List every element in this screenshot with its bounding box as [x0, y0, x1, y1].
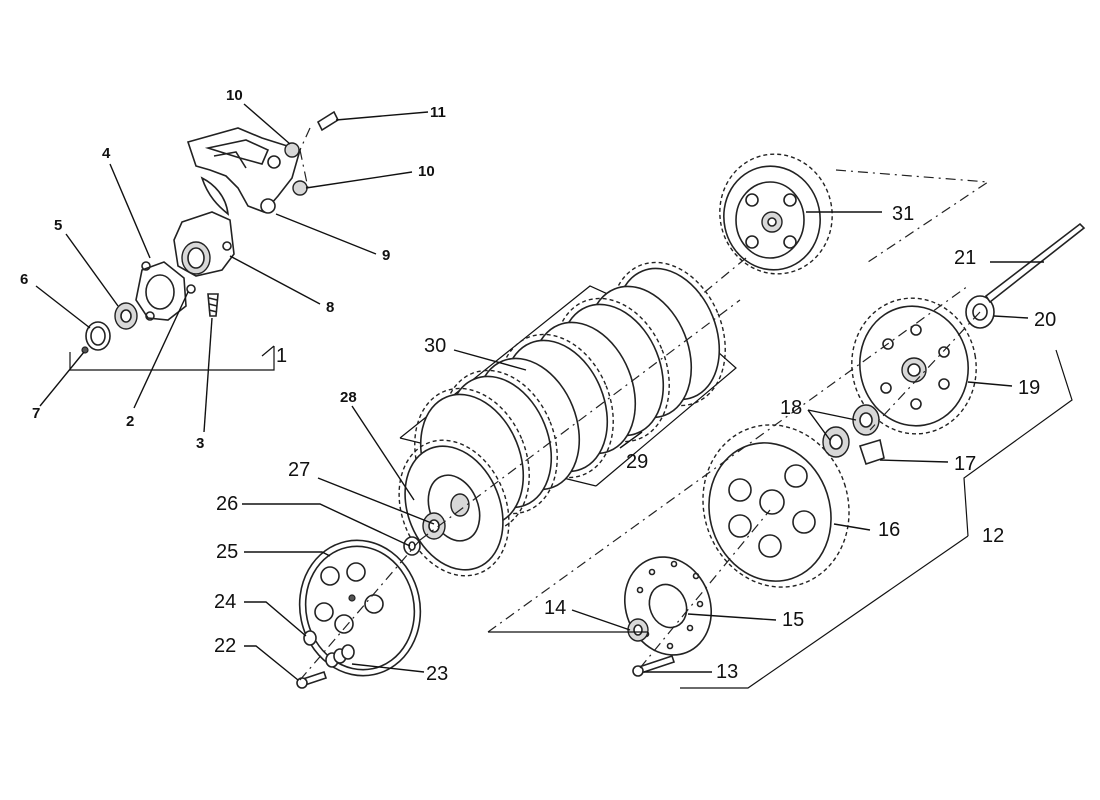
callout-7: 7 — [32, 405, 40, 422]
callout-23: 23 — [426, 663, 448, 685]
callout-4: 4 — [102, 145, 111, 162]
callout-5: 5 — [54, 217, 62, 234]
callout-2: 2 — [126, 413, 134, 430]
pressure-plate — [296, 539, 422, 689]
callout-9: 9 — [382, 247, 390, 264]
clutch-drum — [699, 153, 833, 297]
callout-21: 21 — [954, 247, 976, 269]
callout-13: 13 — [716, 661, 738, 683]
callout-31: 31 — [892, 203, 914, 225]
callout-19: 19 — [1018, 377, 1040, 399]
callout-10-upper: 10 — [226, 87, 243, 104]
group-frames — [487, 169, 1073, 689]
callout-11: 11 — [430, 104, 446, 121]
clutch-plate-stack — [398, 261, 741, 577]
callout-26: 26 — [216, 493, 238, 515]
callout-22: 22 — [214, 635, 236, 657]
callout-27: 27 — [288, 459, 310, 481]
callout-18: 18 — [780, 397, 802, 419]
callout-1: 1 — [276, 345, 287, 367]
callout-20: 20 — [1034, 309, 1056, 331]
primary-gear — [851, 297, 977, 435]
callout-3: 3 — [196, 435, 204, 452]
small-parts — [822, 222, 1086, 466]
callout-29: 29 — [626, 451, 648, 473]
callout-28: 28 — [340, 389, 357, 406]
callout-labels: 10 11 10 9 8 4 5 6 7 2 3 1 31 21 20 19 1… — [20, 87, 1056, 685]
callout-10-lower: 10 — [418, 163, 435, 180]
leader-lines — [35, 103, 1044, 681]
callout-14: 14 — [544, 597, 566, 619]
plates — [398, 261, 726, 577]
clutch-back-plate — [623, 509, 771, 677]
callout-24: 24 — [214, 591, 236, 613]
callout-12: 12 — [982, 525, 1004, 547]
callout-6: 6 — [20, 271, 28, 288]
callout-30: 30 — [424, 335, 446, 357]
callout-17: 17 — [954, 453, 976, 475]
callout-15: 15 — [782, 609, 804, 631]
callout-8: 8 — [326, 299, 334, 316]
release-lever-assembly — [69, 110, 340, 371]
callout-25: 25 — [216, 541, 238, 563]
callout-16: 16 — [878, 519, 900, 541]
